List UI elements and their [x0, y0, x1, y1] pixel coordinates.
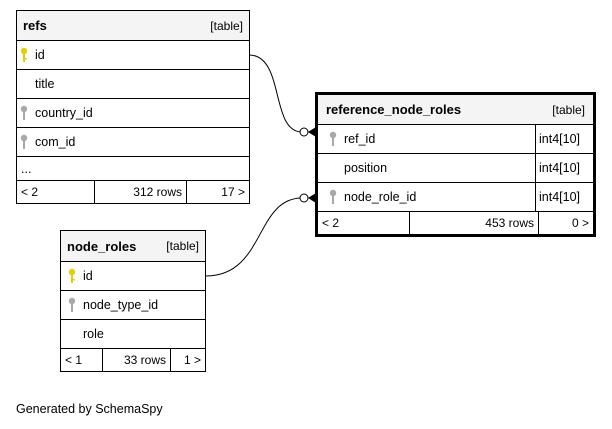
table-footer: < 2 453 rows 0 >: [318, 212, 593, 234]
column-name: ref_id: [344, 132, 376, 146]
optional-marker: [299, 193, 309, 203]
column-row[interactable]: country_id: [17, 99, 249, 128]
node-roles-table[interactable]: node_roles [table] id node_type_id role …: [60, 230, 206, 372]
foreign-key-icon: [17, 128, 31, 156]
column-name: node_role_id: [344, 190, 417, 204]
table-name: reference_node_roles: [326, 102, 462, 117]
parents-link[interactable]: < 2: [318, 212, 410, 234]
column-row[interactable]: com_id: [17, 128, 249, 157]
table-type: [table]: [552, 102, 585, 117]
foreign-key-icon: [326, 183, 340, 211]
table-name: refs: [23, 18, 47, 33]
table-type: [table]: [166, 239, 199, 253]
column-name: com_id: [35, 135, 76, 149]
foreign-key-icon: [65, 291, 79, 319]
column-type: int4[10]: [535, 125, 593, 153]
table-type: [table]: [210, 18, 243, 33]
column-row[interactable]: id: [17, 41, 249, 70]
column-row[interactable]: id: [61, 262, 205, 291]
parents-link[interactable]: < 2: [17, 181, 95, 203]
node-roles-table-header[interactable]: node_roles [table]: [61, 231, 205, 262]
column-type: int4[10]: [535, 154, 593, 182]
column-row[interactable]: title: [17, 70, 249, 99]
node-roles-to-reference-node-roles-edge: [205, 197, 303, 277]
crowfoot-marker: [308, 193, 316, 203]
row-count: 312 rows: [95, 181, 187, 203]
column-row[interactable]: position int4[10]: [318, 154, 593, 183]
refs-table[interactable]: refs [table] id title country_id com_id …: [16, 10, 250, 204]
foreign-key-icon: [326, 125, 340, 153]
generated-by-label: Generated by SchemaSpy: [16, 402, 163, 416]
column-name: title: [35, 77, 55, 91]
table-footer: < 2 312 rows 17 >: [17, 181, 249, 203]
reference-node-roles-table[interactable]: reference_node_roles [table] ref_id int4…: [315, 92, 596, 237]
column-row[interactable]: node_role_id int4[10]: [318, 183, 593, 212]
column-name: id: [83, 269, 93, 283]
column-row[interactable]: ref_id int4[10]: [318, 125, 593, 154]
parents-link[interactable]: < 1: [61, 349, 103, 371]
column-row-more[interactable]: ...: [17, 157, 249, 181]
column-name: role: [83, 327, 104, 341]
column-name: id: [35, 48, 45, 62]
row-count: 33 rows: [103, 349, 171, 371]
column-row[interactable]: role: [61, 320, 205, 349]
row-count: 453 rows: [410, 212, 539, 234]
column-type: int4[10]: [535, 183, 593, 211]
children-link[interactable]: 17 >: [221, 185, 245, 199]
children-link[interactable]: 0 >: [571, 216, 589, 230]
column-name: country_id: [35, 106, 93, 120]
table-footer: < 1 33 rows 1 >: [61, 349, 205, 371]
table-name: node_roles: [67, 238, 137, 254]
crowfoot-marker: [308, 127, 316, 137]
primary-key-icon: [17, 41, 31, 69]
column-row[interactable]: node_type_id: [61, 291, 205, 320]
foreign-key-icon: [17, 99, 31, 127]
refs-table-header[interactable]: refs [table]: [17, 11, 249, 41]
refs-to-reference-node-roles-edge: [248, 54, 303, 133]
reference-node-roles-table-header[interactable]: reference_node_roles [table]: [318, 95, 593, 125]
column-name: position: [344, 161, 388, 175]
column-name: node_type_id: [83, 298, 159, 312]
optional-marker: [299, 127, 309, 137]
column-name: ...: [21, 161, 32, 176]
primary-key-icon: [65, 262, 79, 290]
children-link[interactable]: 1 >: [183, 353, 201, 367]
